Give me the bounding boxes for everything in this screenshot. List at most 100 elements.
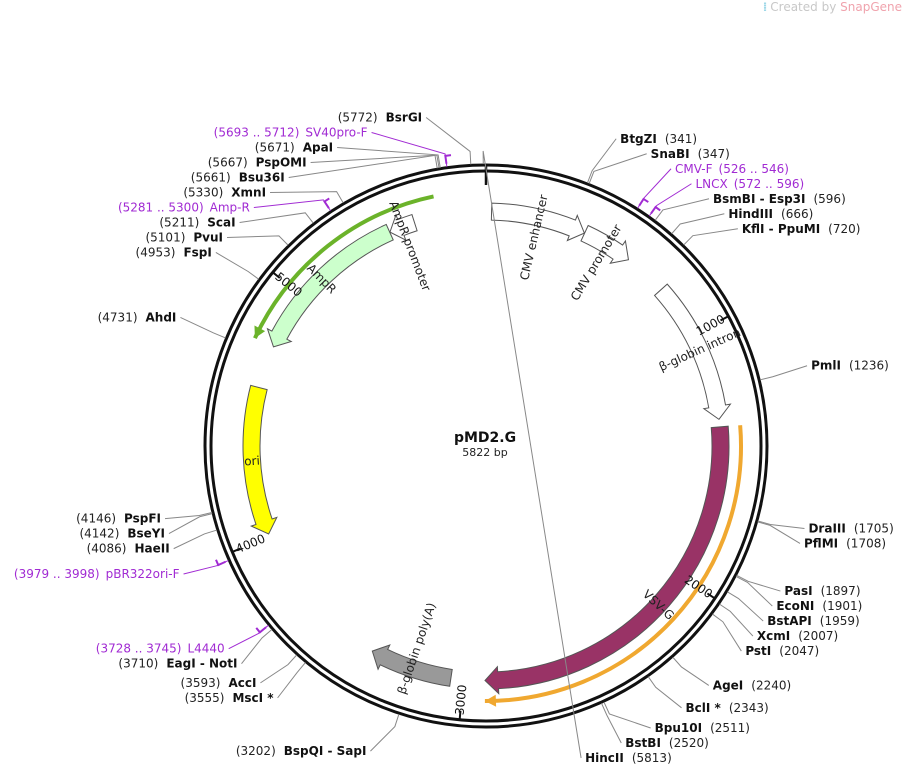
feature-ori[interactable] — [242, 384, 278, 535]
site-label-bsmbi-esp3i[interactable]: BsmBI - Esp3I(596) — [713, 192, 846, 206]
primer-mark-icon — [255, 626, 267, 634]
site-name: PmlI — [811, 359, 841, 373]
site-label-pmli[interactable]: PmlI(1236) — [811, 359, 889, 373]
site-label-psti[interactable]: PstI(2047) — [745, 644, 819, 658]
feature-cmv-promoter[interactable] — [580, 224, 630, 264]
primer-label[interactable]: (3728 .. 3745)L4440 — [96, 642, 225, 656]
primer-leader-line — [637, 168, 672, 209]
site-label-bspqi-sapi[interactable]: (3202)BspQI - SapI — [236, 744, 367, 758]
site-leader-line — [647, 676, 682, 709]
site-label-haeii[interactable]: (4086) HaeII — [87, 542, 170, 556]
site-label-pspomi[interactable]: (5667) PspOMI — [208, 155, 307, 169]
site-name: PvuI — [193, 230, 223, 244]
site-label-eagi-noti[interactable]: (3710)EagI - NotI — [118, 657, 237, 671]
feature-globin-intron[interactable] — [653, 283, 732, 421]
site-name: Bpu10I — [655, 721, 702, 735]
site-label-bstbi[interactable]: BstBI(2520) — [625, 736, 709, 750]
primer-label[interactable]: (5281 .. 5300)Amp-R — [118, 200, 250, 214]
site-position: (5671) — [255, 140, 295, 154]
site-name: AgeI — [713, 678, 743, 692]
site-position: (3555) — [185, 691, 225, 705]
site-name: PspOMI — [256, 155, 307, 169]
site-leader-line — [757, 521, 801, 544]
ruler-tick — [458, 710, 462, 720]
site-position: (3710) — [118, 657, 158, 671]
site-label-bseyi[interactable]: (4142)BseYI — [79, 527, 165, 541]
site-leader-line — [603, 701, 651, 729]
site-label-xmni[interactable]: (5330)XmnI — [183, 185, 266, 199]
site-label-bsu36i[interactable]: (5661)Bsu36I — [191, 170, 285, 184]
site-leader-line — [586, 138, 617, 184]
site-label-apai[interactable]: (5671)ApaI — [255, 140, 333, 154]
site-leader-line — [288, 154, 438, 178]
site-label-pasi[interactable]: PasI(1897) — [784, 584, 860, 598]
site-label-scai[interactable]: (5211) ScaI — [159, 215, 235, 229]
site-name: HindIII — [728, 207, 773, 221]
site-position: (5211) — [159, 215, 199, 229]
site-position: (1708) — [846, 536, 886, 550]
site-label-bcli[interactable]: BclI *(2343) — [686, 701, 769, 715]
site-position: (5101) — [145, 230, 185, 244]
site-label-bstapi[interactable]: BstAPI(1959) — [767, 614, 859, 628]
site-label-snabi[interactable]: SnaBI(347) — [651, 147, 730, 161]
orf-layer — [253, 194, 743, 707]
site-label-pspfi[interactable]: (4146)PspFI — [76, 512, 161, 526]
site-label-ahdi[interactable]: (4731) AhdI — [98, 310, 177, 324]
site-label-fspi[interactable]: (4953)FspI — [136, 245, 212, 259]
feature-ampr-promoter[interactable] — [389, 213, 418, 242]
primer-mark-icon — [638, 197, 649, 207]
primer-label[interactable]: (5693 .. 5712)SV40pro-F — [214, 125, 368, 139]
primer-leader-line — [253, 199, 331, 211]
site-label-hincii[interactable]: HincII(5813) — [585, 751, 672, 765]
site-position: (341) — [665, 132, 697, 146]
site-leader-line — [277, 662, 306, 699]
site-name: AccI — [228, 676, 256, 690]
site-name: HaeII — [134, 542, 169, 556]
site-name: AhdI — [146, 310, 177, 324]
site-position: (4731) — [98, 310, 138, 324]
site-label-econi[interactable]: EcoNI(1901) — [776, 599, 862, 613]
site-leader-line — [241, 629, 273, 664]
ruler-tick — [720, 315, 729, 322]
site-position: (666) — [781, 207, 813, 221]
site-leader-line — [180, 316, 226, 339]
site-name: PstI — [745, 644, 771, 658]
primer-mark-icon — [215, 559, 226, 567]
primer-label[interactable]: (3979 .. 3998)pBR322ori-F — [14, 567, 180, 581]
site-label-msci[interactable]: (3555)MscI * — [185, 691, 275, 705]
site-leader-line — [337, 146, 441, 168]
ruler-tick — [706, 592, 716, 600]
ruler-tick — [231, 547, 241, 553]
feature-globin-poly-a[interactable] — [371, 644, 453, 687]
feature-cmv-enhancer[interactable] — [490, 202, 585, 242]
site-label-btgzi[interactable]: BtgZI(341) — [620, 132, 697, 146]
snapgene-logo-icon: ⁞ — [762, 0, 768, 14]
site-position: (4086) — [87, 542, 127, 556]
site-label-bsrgi[interactable]: (5772)BsrGI — [338, 110, 422, 124]
site-label-pvui[interactable]: (5101) PvuI — [145, 230, 223, 244]
site-name: BspQI - SapI — [284, 744, 367, 758]
site-position: (5661) — [191, 170, 231, 184]
site-name: ScaI — [207, 215, 235, 229]
site-label-kfli-ppumi[interactable]: KflI - PpuMI(720) — [742, 222, 861, 236]
site-position: (5772) — [338, 110, 378, 124]
site-leader-line — [215, 252, 259, 280]
site-position: (5667) — [208, 155, 248, 169]
site-label-bpu10i[interactable]: Bpu10I(2511) — [655, 721, 750, 735]
feature-vsv-g[interactable] — [484, 425, 730, 695]
primer-range: (526 .. 546) — [719, 162, 789, 176]
primer-range: (5281 .. 5300) — [118, 200, 204, 214]
ruler-tick — [272, 271, 281, 279]
site-label-xcmi[interactable]: XcmI(2007) — [757, 629, 838, 643]
site-label-pflmi[interactable]: PflMI(1708) — [804, 536, 886, 550]
site-leader-line — [227, 235, 289, 246]
feature-ampr[interactable] — [266, 223, 394, 348]
site-label-hindiii[interactable]: HindIII (666) — [728, 207, 813, 221]
site-label-agei[interactable]: AgeI(2240) — [713, 678, 791, 692]
primer-range: (3728 .. 3745) — [96, 642, 182, 656]
site-label-acci[interactable]: (3593)AccI — [181, 676, 257, 690]
primer-label[interactable]: CMV-F(526 .. 546) — [675, 162, 789, 176]
site-label-draiii[interactable]: DraIII(1705) — [808, 521, 893, 535]
primer-label[interactable]: LNCX(572 .. 596) — [695, 177, 804, 191]
